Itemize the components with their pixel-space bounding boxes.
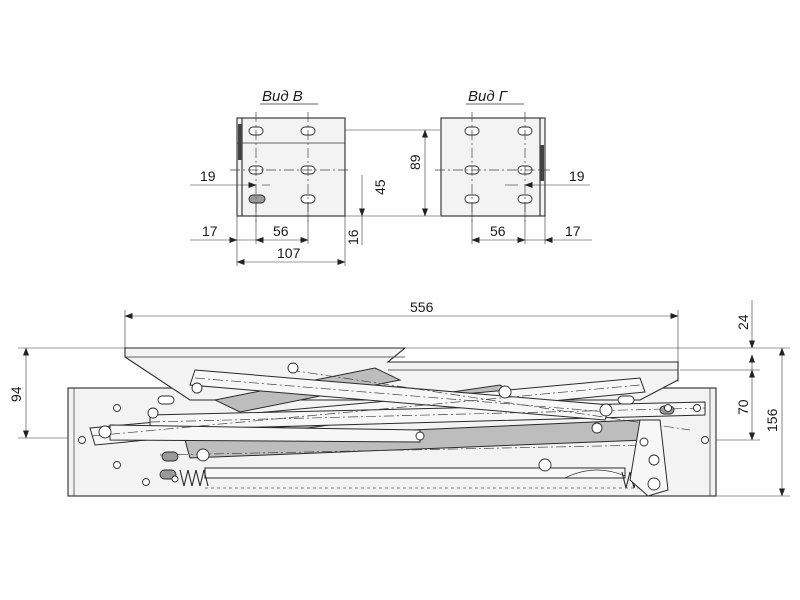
dim-main-556: 556 xyxy=(410,299,434,315)
dim-main-156: 156 xyxy=(764,408,780,432)
dim-main-70: 70 xyxy=(735,399,751,415)
pivot-hole xyxy=(196,448,210,462)
dim-g-56: 56 xyxy=(490,223,506,239)
dim-b-16: 16 xyxy=(345,229,361,245)
view-b: Вид В 19 17 56 107 xyxy=(190,88,440,266)
view-g: Вид Г 19 56 17 xyxy=(435,88,592,244)
spring-cable xyxy=(564,469,626,479)
view-b-title: Вид В xyxy=(262,88,303,105)
main-view: 556 24 70 156 94 xyxy=(8,299,790,497)
pivot-hole xyxy=(599,403,613,417)
dim-b-89: 89 xyxy=(407,154,423,170)
dim-main-94: 94 xyxy=(8,386,24,402)
pivot-hole xyxy=(415,431,425,441)
pivot-hole xyxy=(98,425,112,439)
dim-b-45: 45 xyxy=(372,179,388,195)
dim-b-19: 19 xyxy=(200,168,216,184)
pivot-holes xyxy=(78,362,709,486)
dim-g-19: 19 xyxy=(569,168,585,184)
dim-b-56: 56 xyxy=(273,223,289,239)
right-pivot xyxy=(647,477,661,491)
pivot-hole xyxy=(498,385,512,399)
pivot-hole xyxy=(171,475,179,483)
view-b-slot-5 xyxy=(248,194,266,204)
dim-b-17: 17 xyxy=(202,223,218,239)
pivot-hole xyxy=(191,382,203,394)
spring-left xyxy=(179,469,209,487)
slide-rail xyxy=(204,467,626,479)
left-slot xyxy=(159,469,177,480)
pivot-hole xyxy=(287,362,299,374)
pivot-hole xyxy=(142,478,150,486)
pivot-hole xyxy=(591,422,603,434)
pivot-hole xyxy=(693,404,701,412)
pivot-hole xyxy=(113,461,121,469)
view-g-flange-tab xyxy=(540,145,544,181)
pivot-hole xyxy=(147,407,159,419)
view-b-flange-tab xyxy=(238,124,242,160)
dim-b-107: 107 xyxy=(277,245,301,261)
pivot-hole xyxy=(78,436,86,444)
pivot-hole xyxy=(113,404,121,412)
dim-g-17: 17 xyxy=(565,223,581,239)
pivot-hole xyxy=(664,404,672,412)
dim-main-24: 24 xyxy=(735,314,751,330)
view-g-title: Вид Г xyxy=(468,88,509,105)
pivot-hole xyxy=(701,436,709,444)
pivot-hole xyxy=(538,458,552,472)
